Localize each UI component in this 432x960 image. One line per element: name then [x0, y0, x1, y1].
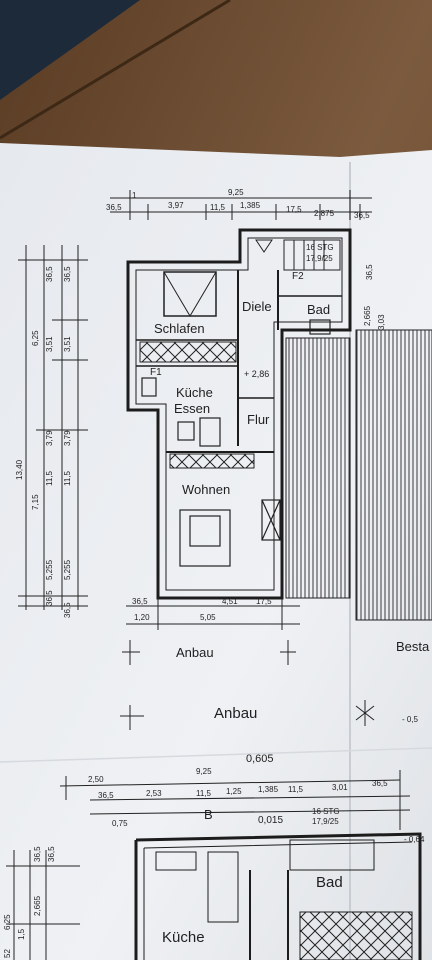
- room-wohnen: Wohnen: [182, 482, 231, 497]
- dim-left-part-f: 6,25: [31, 330, 40, 346]
- label-stg-upper-ratio: 17,9/25: [306, 254, 333, 263]
- dim-lower-l16: 2,665: [33, 895, 42, 916]
- lower-left-dimensions: [6, 850, 80, 960]
- dim-lower-l12: 0,75: [112, 819, 128, 828]
- wardrobe-cross: [163, 271, 217, 317]
- dim-right-r2: 3,03: [377, 314, 386, 330]
- label-stg-lower: 16 STG: [312, 807, 340, 816]
- dim-left-part-i: 3,51: [45, 336, 54, 352]
- label-anbau-large: Anbau: [214, 705, 258, 722]
- dim-top-d4: 1,385: [240, 201, 261, 210]
- dim-left-part-k: 11,5: [45, 471, 54, 486]
- dim-lower-l18: 36,5: [47, 846, 56, 862]
- dim-right-r1: 2,665: [363, 305, 372, 326]
- label-stg-lower-ratio: 17,9/25: [312, 817, 339, 826]
- label-f1: F1: [150, 367, 162, 378]
- dim-top-d1: 36,5: [106, 203, 122, 212]
- label-stg-upper: 16 STG: [306, 243, 334, 252]
- dim-left-part-g: 3,79: [45, 430, 54, 446]
- house-walls: [126, 228, 352, 600]
- dim-left-part-m: 36,5: [45, 266, 54, 282]
- staircase-upper: [255, 239, 341, 271]
- top-dimension-lines: [110, 190, 372, 220]
- dim-left-part-d: 36,5: [45, 590, 54, 606]
- dim-lower-l20: 6,25: [3, 914, 12, 930]
- label-height-286: + 2,86: [244, 369, 270, 379]
- dim-lower-l5: 2,53: [146, 789, 162, 798]
- dim-top-d2: 3,97: [168, 201, 184, 210]
- dim-bottom-b5: 5,05: [200, 613, 216, 622]
- hatched-wall-lower: [169, 453, 255, 469]
- dim-left-part-e: 36,5: [63, 602, 72, 618]
- dim-right-r3: 36,5: [365, 264, 374, 280]
- neighbour-building: [285, 337, 351, 599]
- room-bad: Bad: [307, 302, 331, 317]
- dim-lower-l13: 0,015: [258, 815, 284, 826]
- dim-left-part-b: 5,255: [45, 559, 54, 580]
- label-besta: Besta: [396, 639, 430, 654]
- dim-left-part-c: 5,255: [63, 559, 72, 580]
- dim-lower-l17: 36,5: [33, 846, 42, 862]
- label-f2: F2: [292, 271, 304, 282]
- dim-lower-l19: 1,5: [17, 928, 26, 940]
- neighbour-building-right: [355, 329, 432, 621]
- dim-left-part-j: 3,51: [63, 336, 72, 352]
- left-dimension-lines: [18, 245, 88, 610]
- dim-bottom-b4: 1,20: [134, 613, 150, 622]
- dark-corner: [0, 0, 140, 100]
- dim-top-d6: 2,875: [314, 209, 335, 218]
- dim-lower-l7: 1,25: [226, 787, 242, 796]
- lower-plan-dimensions: [59, 770, 411, 830]
- lower-plan-walls: [134, 832, 422, 960]
- dim-top-d8: 1: [132, 191, 137, 200]
- room-schlafen: Schlafen: [154, 321, 205, 336]
- bottom-dimension-lines: [120, 598, 375, 730]
- dim-bottom-b3: 17,5: [256, 597, 272, 606]
- room-diele: Diele: [242, 299, 272, 314]
- dim-left-part-l: 11,5: [63, 471, 72, 486]
- dim-lower-l6: 11,5: [196, 789, 211, 798]
- dim-top-d3: 11,5: [210, 203, 225, 212]
- room-kueche-lower: Küche: [162, 929, 205, 946]
- dim-lower-l2: 9,25: [196, 767, 212, 776]
- room-kueche: Küche: [176, 385, 213, 400]
- dim-lower-l8: 1,385: [258, 785, 279, 794]
- dim-lower-l21: 52: [3, 949, 12, 958]
- hatched-wall-upper: [139, 341, 237, 363]
- dim-bottom-b2: 4,51: [222, 597, 238, 606]
- wood-edge: [0, 0, 231, 140]
- dim-top-overall: 9,25: [228, 188, 244, 197]
- dim-lower-l11: 36,5: [372, 779, 388, 788]
- dim-top-d5: 17,5: [286, 205, 302, 214]
- dim-lower-l3: 2,50: [88, 775, 104, 784]
- dim-lower-l14: - 0,5: [402, 715, 419, 724]
- dim-lower-l15: - 0,64: [404, 835, 425, 844]
- dim-left-part-n: 36,5: [63, 266, 72, 282]
- room-bad-lower: Bad: [316, 874, 343, 891]
- dim-lower-l9: 11,5: [288, 785, 303, 794]
- label-section-b: B: [204, 807, 213, 822]
- room-flur: Flur: [247, 412, 270, 427]
- dim-lower-l4: 36,5: [98, 791, 114, 800]
- paper-fold-2: [0, 747, 432, 763]
- dim-lower-l10: 3,01: [332, 783, 348, 792]
- dim-bottom-b1: 36,5: [132, 597, 148, 606]
- furniture: [141, 319, 331, 567]
- dim-lower-l1: 0,605: [246, 753, 274, 765]
- dim-left-part-h: 3,79: [63, 430, 72, 446]
- room-essen: Essen: [174, 401, 211, 416]
- dim-left-total: 13,40: [15, 459, 24, 480]
- label-anbau-small: Anbau: [176, 645, 214, 660]
- dim-top-d7: 36,5: [354, 211, 370, 220]
- dim-left-part-a: 7,15: [31, 494, 40, 510]
